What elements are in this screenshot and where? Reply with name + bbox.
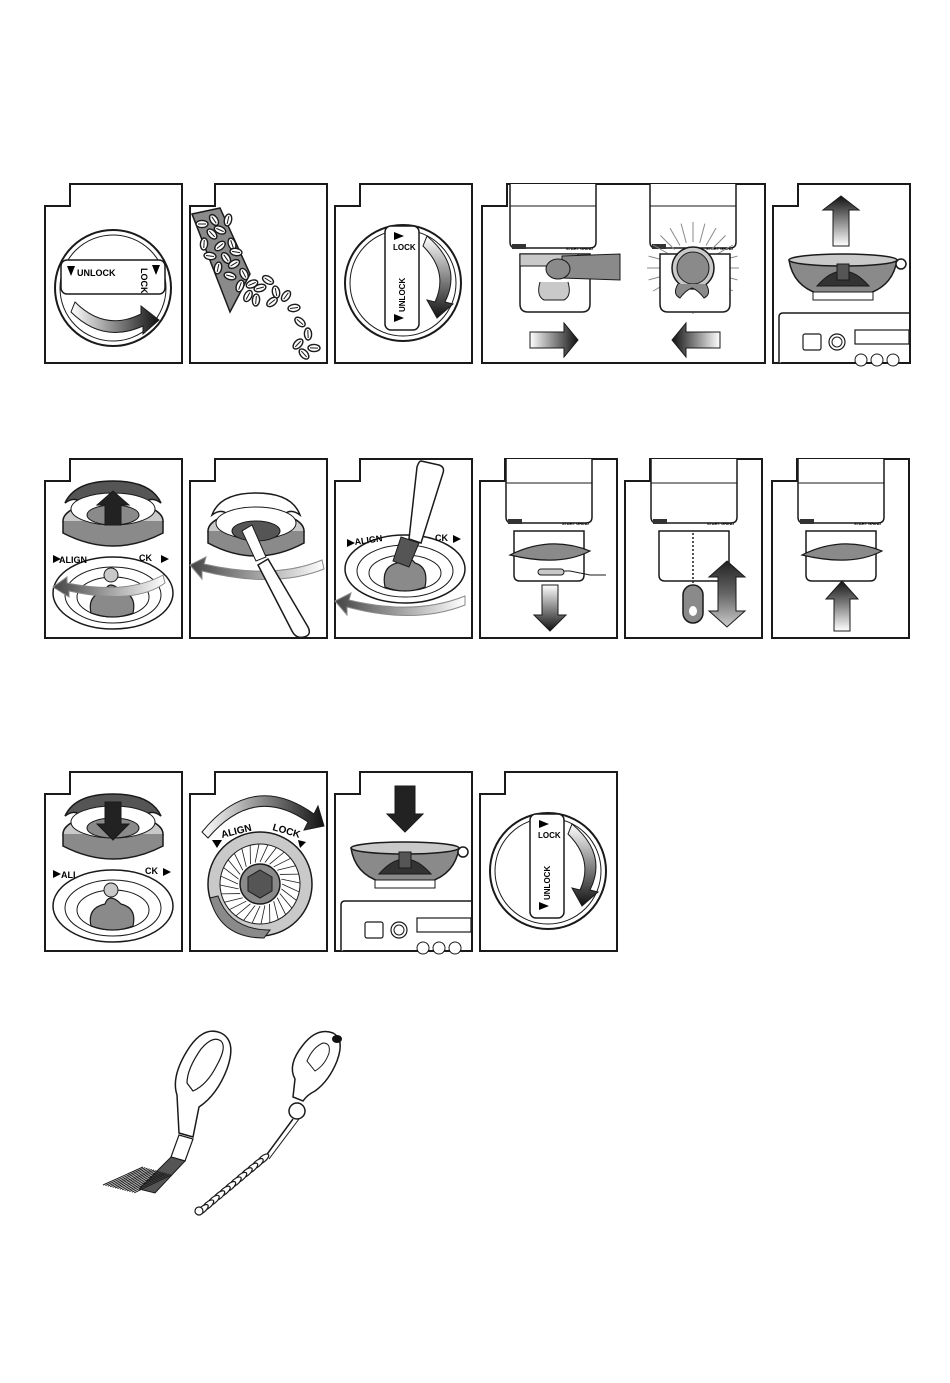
lock-label: CK: [145, 866, 158, 876]
brush-icon: [103, 1031, 231, 1193]
step-remove-chute: START GRIND: [480, 459, 618, 639]
step-brush-lower-burr: ALIGN CK: [335, 459, 473, 639]
step-remove-upper-burr: ALIGN CK: [45, 459, 183, 639]
step-lock-hopper: LOCK UNLOCK: [480, 772, 618, 952]
step-portafilter: START GRIND START GRIND: [482, 184, 766, 364]
lock-label: LOCK: [393, 243, 416, 252]
unlock-label: UNLOCK: [543, 866, 552, 900]
start-grind-label: START GRIND: [566, 246, 593, 251]
step-lock-dial: LOCK UNLOCK: [335, 184, 473, 364]
lock-label: LOCK: [139, 268, 149, 294]
step-unlock-dial: UNLOCK LOCK: [45, 184, 183, 364]
step-insert-upper-burr: ALI CK: [45, 772, 183, 952]
step-remove-hopper: [773, 184, 911, 364]
step-empty-beans: [190, 184, 328, 364]
align-label: ALI: [61, 870, 76, 880]
burr-icon: [208, 832, 312, 938]
align-label: ALIGN: [59, 555, 87, 565]
cleaning-tools-illustration: [95, 1025, 365, 1225]
start-grind-label: START GRIND: [562, 521, 589, 526]
step-reinsert-chute: START GRIND: [772, 459, 910, 639]
unlock-label: UNLOCK: [77, 268, 116, 278]
start-grind-label: START GRIND: [707, 521, 734, 526]
lock-label: CK: [139, 553, 152, 563]
lock-label: CK: [435, 533, 448, 543]
step-lock-upper-burr: ALIGN LOCK: [190, 772, 328, 952]
lock-label: LOCK: [538, 831, 561, 840]
step-clean-chute: START GRIND: [625, 459, 763, 639]
step-brush-upper-burr: [190, 459, 328, 639]
step-insert-hopper: [335, 772, 473, 952]
start-grind-label: START GRIND: [854, 521, 881, 526]
unlock-label: UNLOCK: [398, 278, 407, 312]
